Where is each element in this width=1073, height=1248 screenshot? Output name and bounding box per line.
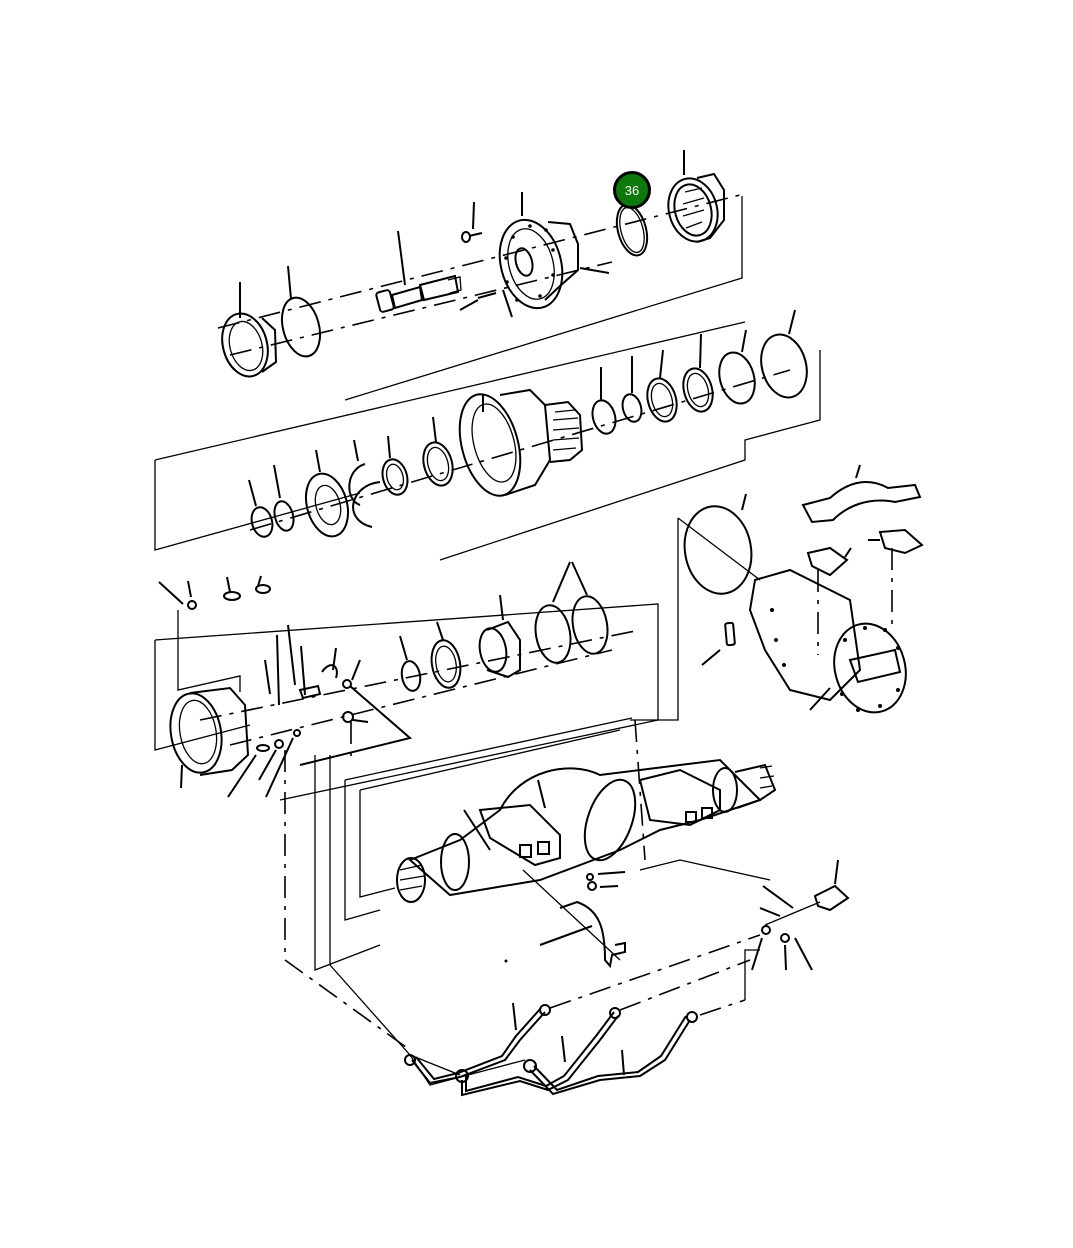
callout-36[interactable]: 36 — [613, 171, 651, 209]
sun-gear-shaft — [375, 274, 462, 313]
o-ring — [280, 296, 322, 358]
brake-housing-group — [154, 561, 659, 801]
planetary-carrier — [498, 218, 579, 310]
differential-group — [630, 464, 924, 721]
wheel-hub-group — [154, 309, 821, 561]
axle-housing-group — [284, 717, 777, 1051]
callout-label: 36 — [624, 182, 640, 198]
wheel-hub — [458, 388, 584, 497]
brake-lines-group — [329, 859, 850, 1097]
brake-drum — [169, 686, 250, 776]
hub-cover — [221, 312, 278, 378]
ring-gear — [667, 172, 725, 243]
top-group-hub — [217, 150, 743, 401]
